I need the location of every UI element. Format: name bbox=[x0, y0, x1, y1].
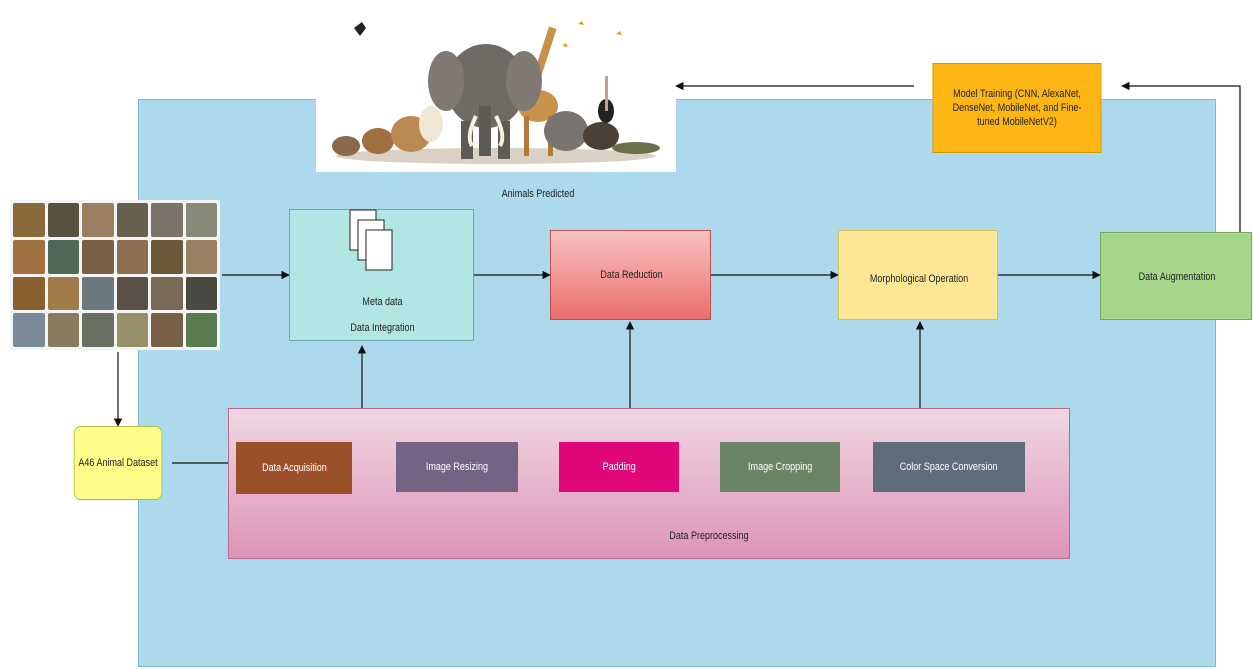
step-image-cropping: Image Cropping bbox=[720, 442, 840, 492]
animal-thumbnail bbox=[47, 239, 79, 274]
animal-thumbnail bbox=[47, 313, 79, 347]
animal-thumbnail bbox=[151, 239, 183, 274]
animal-thumbnail bbox=[185, 313, 217, 347]
animal-thumbnail bbox=[13, 313, 45, 347]
animal-thumbnail bbox=[116, 203, 148, 237]
step-padding: Padding bbox=[559, 442, 679, 492]
step-data-acquisition-label: Data Acquisition bbox=[261, 462, 327, 474]
animals-group-picture bbox=[332, 21, 660, 164]
step-image-cropping-label: Image Cropping bbox=[747, 461, 813, 473]
animals-predicted-label: Animals Predicted bbox=[501, 188, 575, 200]
data-augmentation-box: Data Augmentation bbox=[1100, 232, 1252, 320]
animal-thumbnail bbox=[116, 239, 148, 274]
animal-thumbnail bbox=[13, 276, 45, 311]
animal-thumbnail bbox=[13, 239, 45, 274]
animal-thumbnail bbox=[151, 313, 183, 347]
workflow-background-panel bbox=[138, 99, 1216, 667]
morphological-operation-box: Morphological Operation bbox=[838, 230, 998, 320]
step-image-resizing: Image Resizing bbox=[396, 442, 518, 492]
step-padding-label: Padding bbox=[602, 461, 636, 473]
data-augmentation-label: Data Augmentation bbox=[1138, 271, 1216, 283]
data-preprocessing-label: Data Preprocessing bbox=[669, 530, 749, 542]
animal-thumbnail bbox=[185, 276, 217, 311]
step-color-space-conversion-label: Color Space Conversion bbox=[900, 461, 998, 473]
step-data-acquisition: Data Acquisition bbox=[236, 442, 352, 494]
meta-data-label: Meta data bbox=[362, 296, 403, 308]
animal-thumbnail bbox=[151, 203, 183, 237]
animal-thumbnail bbox=[185, 239, 217, 274]
data-reduction-label: Data Reduction bbox=[600, 269, 663, 281]
model-training-box: Model Training (CNN, AlexaNet, DenseNet,… bbox=[932, 63, 1102, 153]
dataset-label: A46 Animal Dataset bbox=[78, 457, 158, 469]
animal-thumbnail bbox=[185, 203, 217, 237]
arrow-augmentation-to-training bbox=[1121, 81, 1241, 232]
animal-thumbnail bbox=[151, 276, 183, 311]
animal-thumbnail bbox=[82, 313, 114, 347]
model-training-label: Model Training (CNN, AlexaNet, DenseNet,… bbox=[952, 88, 1082, 128]
animal-thumbnail bbox=[47, 203, 79, 237]
data-integration-box: Meta data Data Integration bbox=[289, 209, 474, 341]
animal-thumbnail bbox=[116, 276, 148, 311]
animal-thumbnail bbox=[82, 203, 114, 237]
animal-thumbnail bbox=[13, 203, 45, 237]
document-stack-icon bbox=[349, 209, 393, 271]
animal-thumbnail bbox=[82, 276, 114, 311]
step-image-resizing-label: Image Resizing bbox=[425, 461, 489, 473]
animals-illustration bbox=[316, 6, 676, 172]
data-reduction-box: Data Reduction bbox=[550, 230, 711, 320]
dataset-box: A46 Animal Dataset bbox=[73, 426, 163, 500]
animal-thumbnail bbox=[47, 276, 79, 311]
animal-thumbnail bbox=[116, 313, 148, 347]
step-color-space-conversion: Color Space Conversion bbox=[873, 442, 1025, 492]
data-integration-label: Data Integration bbox=[350, 322, 415, 334]
animal-thumbnail bbox=[82, 239, 114, 274]
animal-images-grid bbox=[10, 200, 220, 350]
morphological-operation-label: Morphological Operation bbox=[869, 273, 969, 285]
